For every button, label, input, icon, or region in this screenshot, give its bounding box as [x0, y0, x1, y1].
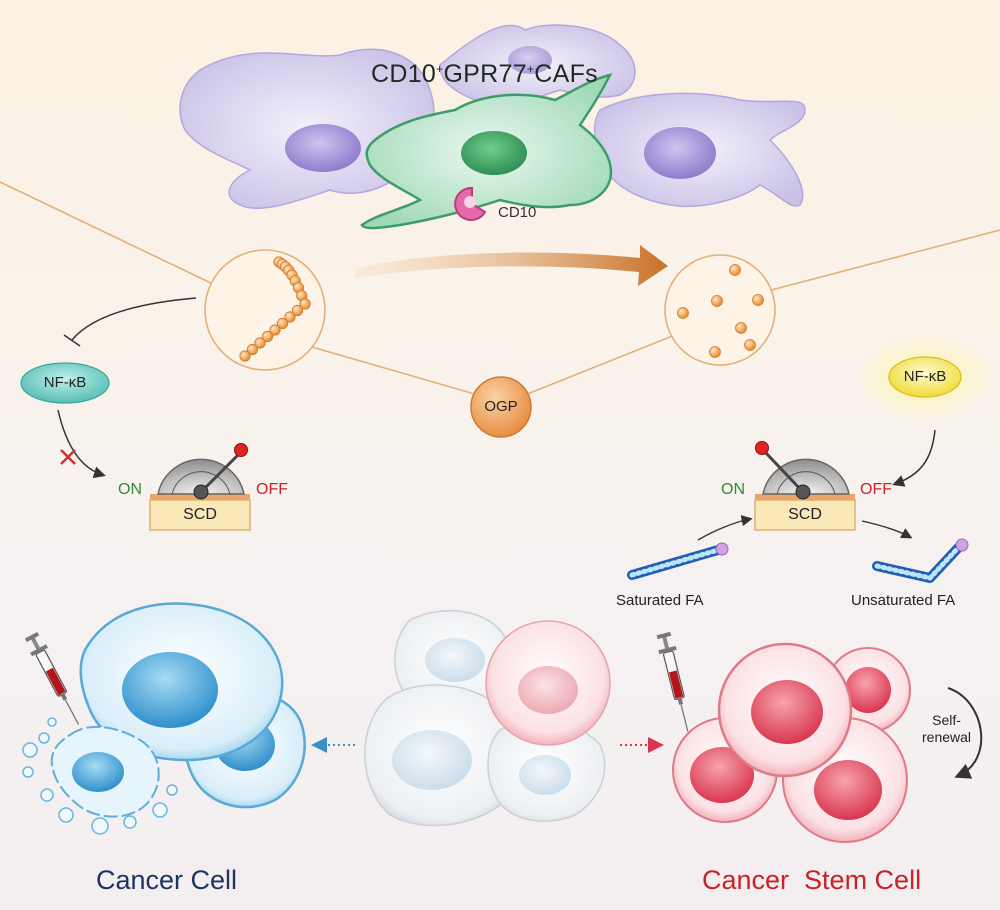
- free-bead: [709, 346, 721, 358]
- caf-title-part: GPR77: [443, 60, 527, 88]
- caf-title-part: CAFs: [534, 60, 598, 88]
- free-bead: [752, 294, 764, 306]
- caf-cell: [360, 73, 613, 230]
- caf-title-part: CD10: [371, 60, 437, 88]
- caf-title-sup: +: [526, 62, 535, 76]
- chain-bead: [284, 311, 296, 323]
- nfkb-left-pill: [20, 362, 110, 404]
- nfkb-right-pill: [888, 356, 962, 398]
- scd-switch-left: [149, 443, 251, 531]
- conversion-arrow: [355, 245, 668, 286]
- nfkb-activation-arrow: [892, 429, 936, 487]
- switch-on-left: ON: [118, 481, 142, 498]
- inhibition-line: [63, 297, 197, 347]
- self-renewal-arrow: [947, 687, 983, 779]
- unsaturated-fa-chain: [872, 538, 969, 583]
- connector-lines: [0, 181, 1000, 396]
- blocked-x-icon: [60, 449, 76, 465]
- scd-label-right: SCD: [788, 506, 822, 523]
- switch-off-right: OFF: [860, 481, 892, 498]
- free-bead: [729, 264, 741, 276]
- chain-bead: [254, 337, 266, 349]
- blocked-arrow: [57, 409, 106, 479]
- syringe-icon-right: [656, 631, 689, 732]
- chain-bead: [261, 330, 274, 343]
- saturated-to-scd-arrow: [697, 515, 753, 541]
- free-bead: [711, 295, 723, 307]
- free-bead: [744, 339, 756, 351]
- cd10-label: CD10: [498, 204, 537, 221]
- switch-on-right: ON: [721, 481, 745, 498]
- free-bead: [677, 307, 689, 319]
- caf-title-sup: +: [436, 62, 444, 76]
- scd-label-left: SCD: [183, 506, 217, 523]
- ogp-circle: [470, 376, 532, 438]
- unsaturated-fa-label: Unsaturated FA: [851, 592, 956, 609]
- syringe-icon-left: [24, 631, 80, 725]
- ogp-label: OGP: [484, 398, 518, 415]
- stem-cell-cluster: [672, 642, 911, 843]
- self-renewal-label: Self- renewal: [922, 712, 972, 745]
- caf-title: CD10+GPR77+CAFs: [371, 62, 598, 87]
- chain-bead: [269, 324, 281, 336]
- chain-bead: [246, 343, 259, 356]
- saturated-fa-label: Saturated FA: [616, 592, 704, 609]
- scd-to-unsaturated-arrow: [861, 520, 913, 539]
- scd-switch-right: [754, 441, 856, 531]
- cancer-cell-cluster: [22, 602, 306, 835]
- nfkb-right-group: [855, 332, 995, 422]
- chain-bead: [276, 317, 289, 330]
- saturated-chain-circle: [204, 249, 326, 371]
- chain-bead: [299, 298, 311, 310]
- nfkb-left-label: NF-κB: [43, 374, 87, 391]
- switch-off-left: OFF: [256, 481, 288, 498]
- fibroblast-cells: [179, 24, 806, 209]
- free-bead: [735, 322, 747, 334]
- center-cell-cluster: [364, 610, 611, 827]
- free-beads-circle: [664, 254, 776, 366]
- chain-bead: [239, 350, 251, 362]
- nfkb-right-label: NF-κB: [903, 368, 947, 385]
- cancer-cell-label: Cancer Cell: [96, 865, 238, 895]
- cancer-stem-cell-label: Cancer Stem Cell: [702, 865, 922, 895]
- chain-bead: [291, 304, 304, 317]
- saturated-fa-chain: [627, 542, 729, 580]
